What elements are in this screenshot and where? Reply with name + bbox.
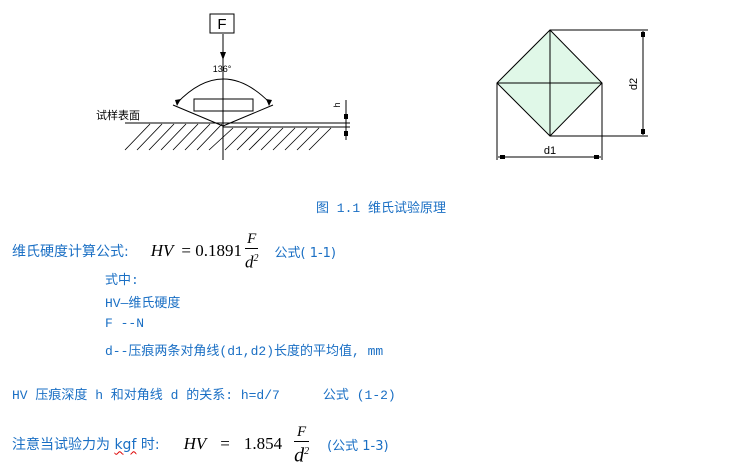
where-item-hv: HV—维氏硬度 [105,296,181,311]
where-item-d: d--压痕两条对角线(d1,d2)长度的平均值, mm [105,344,384,359]
formula-3-label: 注意当试验力为 kgf 时: [12,437,160,454]
formula-2: HV 压痕深度 h 和对角线 d 的关系: h=d/7 公式 (1-2) [12,384,396,403]
force-label: F [217,16,226,33]
angle-label: 136° [213,64,232,74]
force-box [209,13,235,34]
depth-label: h [332,102,342,107]
where-title: 式中: [105,273,139,288]
formula-2-ref: 公式 (1-2) [322,388,396,403]
formula-1-ref: 公式( 1-1) [274,245,336,261]
formula-1-label: 维氏硬度计算公式: [12,244,129,261]
indenter-diagram: F 136° h [124,13,350,160]
formula-1-lhs: HV [150,241,174,261]
formula-3-lhs: HV [183,434,207,454]
formula-3-ref: (公式 1-3) [327,438,389,454]
formula-1-coef: = 0.1891 [181,241,242,261]
formula-3-eq: = [220,434,230,454]
formula-3-coef: 1.854 [243,434,283,454]
indentation-diagram: d2 d1 [496,29,648,160]
d2-label: d2 [628,78,640,90]
d1-label: d1 [544,145,556,157]
where-item-f: F --N [105,316,145,331]
formula-2-text: HV 压痕深度 h 和对角线 d 的关系: h=d/7 [12,388,280,403]
figure-caption: 图 1.1 维氏试验原理 [316,201,447,216]
surface-label: 试样表面 [96,109,140,122]
